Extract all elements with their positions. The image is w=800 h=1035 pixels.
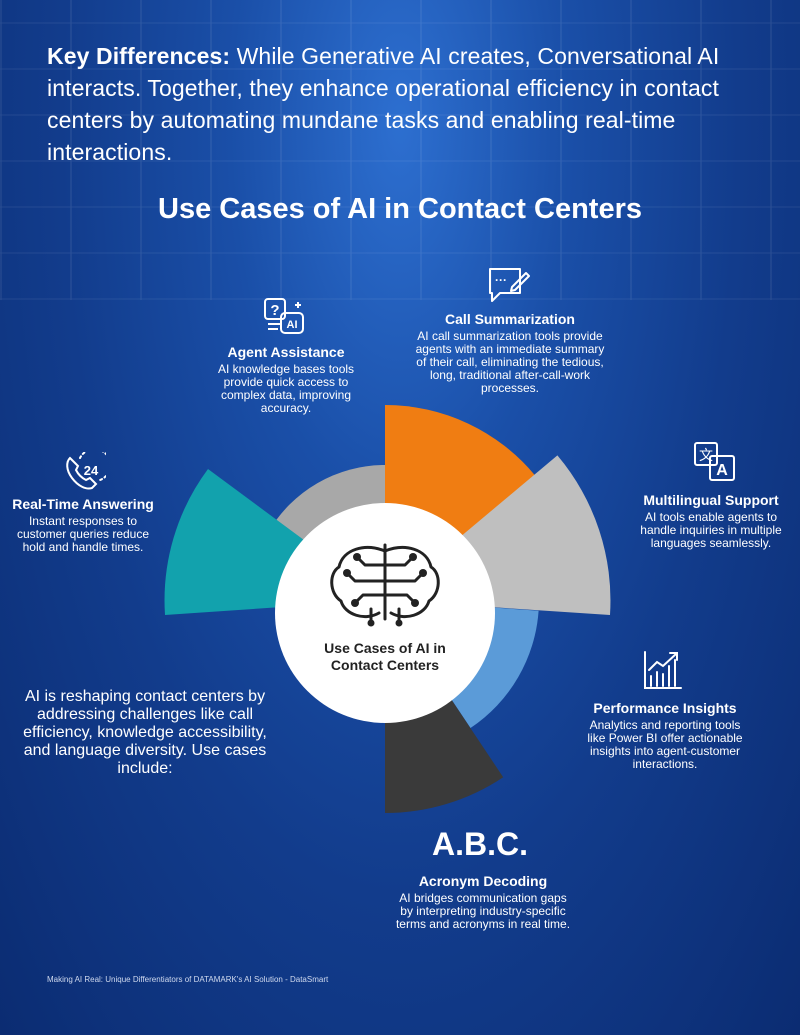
key-differences-text: While Generative AI creates, Conversatio… (47, 43, 720, 165)
chat-dots: ··· (495, 273, 507, 287)
use-case-agent-assistance: Agent Assistance AI knowledge bases tool… (200, 344, 372, 415)
use-case-title: Real-Time Answering (12, 496, 154, 512)
use-case-multilingual-support: Multilingual Support AI tools enable age… (626, 492, 796, 550)
center-label: Use Cases of AI in Contact Centers (324, 640, 446, 673)
use-case-description: AI call summarization tools provide agen… (415, 329, 605, 395)
use-case-title: Call Summarization (445, 311, 575, 327)
use-case-real-time-answering: Real-Time Answering Instant responses to… (5, 496, 161, 554)
use-case-description: AI bridges communication gaps by interpr… (395, 891, 571, 931)
background-pattern (0, 0, 800, 300)
use-case-title: Acronym Decoding (418, 873, 548, 889)
chat-edit-icon: ··· (489, 268, 530, 302)
use-case-title: Multilingual Support (643, 492, 779, 508)
brain-circuit-icon (330, 543, 440, 627)
use-case-performance-insights: Performance Insights Analytics and repor… (582, 700, 748, 771)
question-ai-icon: ? AI (264, 298, 304, 334)
growth-chart-icon (644, 651, 682, 689)
translate-icon: 文 A (694, 442, 735, 481)
use-case-description: Analytics and reporting tools like Power… (587, 718, 743, 771)
ai-glyph: AI (287, 319, 298, 331)
page-title: Use Cases of AI in Contact Centers (158, 193, 642, 225)
use-case-call-summarization: Call Summarization AI call summarization… (410, 311, 610, 395)
translate-a: A (716, 462, 728, 479)
phone-24-icon: 24 (66, 452, 106, 490)
use-case-title: Performance Insights (593, 700, 737, 716)
translate-kanji: 文 (699, 448, 713, 464)
use-case-description: AI knowledge bases tools provide quick a… (217, 362, 355, 415)
footer-credit: Making AI Real: Unique Differentiators o… (47, 975, 329, 984)
abc-text-icon: A.B.C. (432, 826, 528, 862)
question-mark: ? (270, 302, 279, 319)
use-case-title: Agent Assistance (227, 344, 345, 360)
key-differences-paragraph: Key Differences: While Generative AI cre… (47, 40, 767, 168)
use-case-description: Instant responses to customer queries re… (16, 514, 150, 554)
intro-use-cases-paragraph: AI is reshaping contact centers by addre… (23, 688, 267, 777)
use-case-acronym-decoding: Acronym Decoding AI bridges communicatio… (393, 873, 573, 931)
use-case-description: AI tools enable agents to handle inquiri… (640, 510, 782, 550)
phone-24-glyph: 24 (84, 463, 99, 478)
key-differences-lead: Key Differences: (47, 43, 231, 69)
